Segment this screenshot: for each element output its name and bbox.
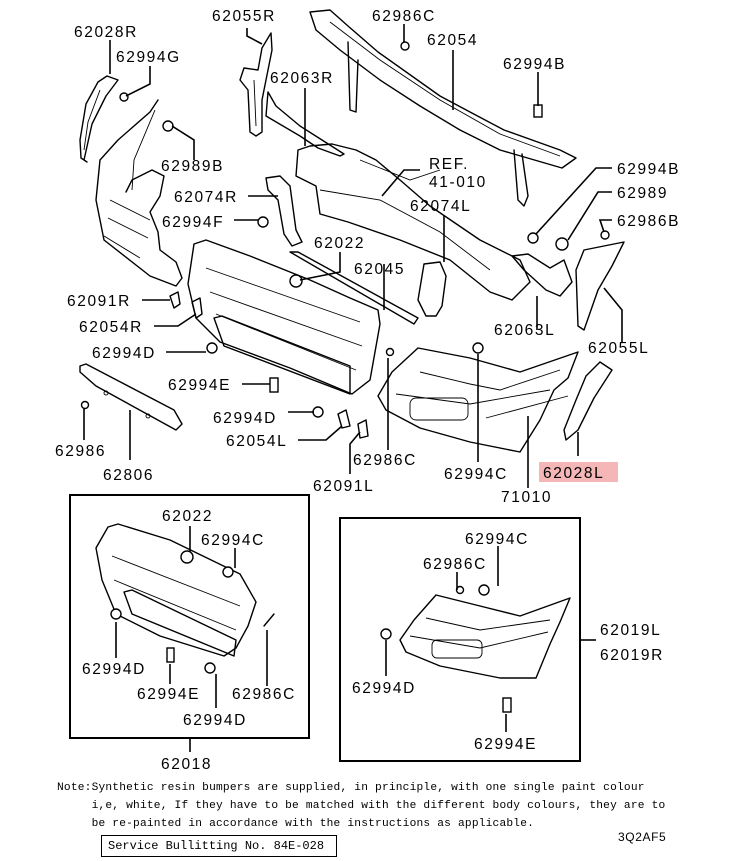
part-62054-shape[interactable] bbox=[309, 9, 577, 207]
assembly-62018[interactable]: 62018 bbox=[161, 756, 212, 773]
label-62994D-left[interactable]: 62994D bbox=[92, 345, 156, 362]
label-ref: REF. bbox=[429, 156, 469, 173]
side-inset-label-62986C[interactable]: 62986C bbox=[423, 556, 487, 573]
note-line-1: Note:Synthetic resin bumpers are supplie… bbox=[57, 782, 645, 794]
fasteners-main bbox=[80, 41, 610, 439]
side-inset-label-62994C[interactable]: 62994C bbox=[465, 531, 529, 548]
inset-label-62994C[interactable]: 62994C bbox=[201, 532, 265, 549]
assembly-62019L[interactable]: 62019L bbox=[600, 622, 661, 639]
label-62022-main[interactable]: 62022 bbox=[314, 235, 365, 252]
label-62055R[interactable]: 62055R bbox=[212, 8, 276, 25]
diagram-code: 3Q2AF5 bbox=[618, 830, 667, 844]
label-62028R[interactable]: 62028R bbox=[74, 24, 138, 41]
label-62054L[interactable]: 62054L bbox=[226, 433, 287, 450]
label-62986C-mid[interactable]: 62986C bbox=[353, 452, 417, 469]
part-62055L-shape[interactable] bbox=[575, 241, 625, 331]
label-62806[interactable]: 62806 bbox=[103, 467, 154, 484]
part-62018-shape[interactable] bbox=[187, 239, 381, 395]
part-71010-shape[interactable] bbox=[377, 347, 579, 453]
part-62055R-shape[interactable] bbox=[239, 32, 273, 137]
bumper-right-shape[interactable] bbox=[95, 99, 183, 287]
part-62074L-shape[interactable] bbox=[417, 261, 447, 317]
assembly-62019R[interactable]: 62019R bbox=[600, 647, 664, 664]
label-62994B-top[interactable]: 62994B bbox=[503, 56, 566, 73]
label-62054[interactable]: 62054 bbox=[427, 32, 478, 49]
label-62063R[interactable]: 62063R bbox=[270, 70, 334, 87]
side-inset-label-62994D[interactable]: 62994D bbox=[352, 680, 416, 697]
inset-label-62022[interactable]: 62022 bbox=[162, 508, 213, 525]
label-62994G[interactable]: 62994G bbox=[116, 49, 181, 66]
note-line-3: be re-painted in accordance with the ins… bbox=[57, 818, 535, 830]
label-62986[interactable]: 62986 bbox=[55, 443, 106, 460]
label-62091L[interactable]: 62091L bbox=[313, 478, 374, 495]
main-labels: 62028R 62994G 62055R 62986C 62054 62994B… bbox=[55, 8, 680, 506]
part-62063L-shape[interactable] bbox=[511, 253, 573, 297]
label-62994B-right[interactable]: 62994B bbox=[617, 161, 680, 178]
inset-62019: 62994C 62986C 62994D 62994E 62019L 62019… bbox=[339, 517, 664, 762]
part-62074R-shape[interactable] bbox=[265, 175, 303, 247]
part-62806-shape[interactable] bbox=[79, 363, 183, 431]
label-ref-41-010[interactable]: 41-010 bbox=[429, 174, 487, 191]
label-62055L[interactable]: 62055L bbox=[588, 340, 649, 357]
label-62074R[interactable]: 62074R bbox=[174, 189, 238, 206]
label-62028L[interactable]: 62028L bbox=[543, 465, 604, 482]
label-62986C-top[interactable]: 62986C bbox=[372, 8, 436, 25]
label-62063L[interactable]: 62063L bbox=[494, 322, 555, 339]
label-62054R[interactable]: 62054R bbox=[79, 319, 143, 336]
label-71010[interactable]: 71010 bbox=[501, 489, 552, 506]
label-62986B[interactable]: 62986B bbox=[617, 213, 680, 230]
note-text: Note:Synthetic resin bumpers are supplie… bbox=[57, 779, 665, 833]
label-62994F[interactable]: 62994F bbox=[162, 214, 224, 231]
label-62989B[interactable]: 62989B bbox=[161, 158, 224, 175]
label-62091R[interactable]: 62091R bbox=[67, 293, 131, 310]
inset-label-62994D-b[interactable]: 62994D bbox=[183, 712, 247, 729]
inset-label-62986C[interactable]: 62986C bbox=[232, 686, 296, 703]
side-inset-label-62994E[interactable]: 62994E bbox=[474, 736, 537, 753]
inset-62019-frame bbox=[339, 517, 581, 762]
part-62028R-shape[interactable] bbox=[79, 75, 119, 163]
inset-62018: 62022 62994C 62994D 62994E 62986C 62994D… bbox=[69, 494, 310, 773]
leader-lines bbox=[83, 24, 623, 488]
highlight-62028L bbox=[539, 462, 618, 482]
label-62994E-main[interactable]: 62994E bbox=[168, 377, 231, 394]
inset-label-62994D-a[interactable]: 62994D bbox=[82, 661, 146, 678]
ref-41-010-shape bbox=[295, 143, 531, 301]
part-62063R-shape[interactable] bbox=[265, 91, 345, 157]
label-62994C-mid[interactable]: 62994C bbox=[444, 466, 508, 483]
note-line-2: i,e, white, If they have to be matched w… bbox=[57, 800, 666, 812]
label-62045[interactable]: 62045 bbox=[354, 261, 405, 278]
inset-label-62994E[interactable]: 62994E bbox=[137, 686, 200, 703]
service-bulletin-box: Service Bullitting No. 84E-028 bbox=[101, 835, 337, 857]
label-62074L[interactable]: 62074L bbox=[410, 198, 471, 215]
part-62028L-shape[interactable] bbox=[563, 361, 613, 441]
label-62989[interactable]: 62989 bbox=[617, 185, 668, 202]
part-62045-shape[interactable] bbox=[289, 251, 419, 325]
label-62994D-mid[interactable]: 62994D bbox=[213, 410, 277, 427]
